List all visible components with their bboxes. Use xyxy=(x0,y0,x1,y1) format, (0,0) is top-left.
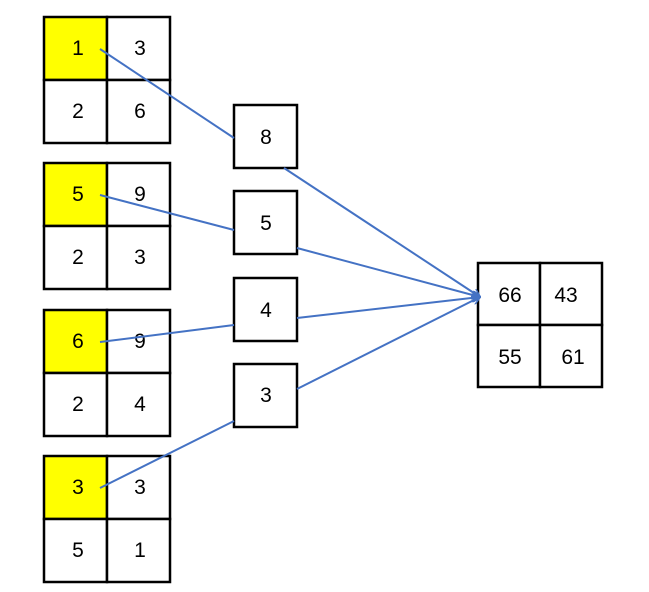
output-cell-2 xyxy=(538,261,604,327)
input-4-value-1: 3 xyxy=(72,476,84,499)
input-3-value-2: 9 xyxy=(134,330,146,353)
weight-value-4: 3 xyxy=(260,384,272,407)
input-3-value-1: 6 xyxy=(72,330,84,353)
input-2-value-2: 9 xyxy=(134,183,146,206)
input-4-cell-2 xyxy=(105,454,172,521)
output-matrix: 66 43 55 61 xyxy=(476,261,604,389)
output-value-3: 55 xyxy=(498,346,521,369)
weight-value-2: 5 xyxy=(260,212,272,235)
output-value-4: 61 xyxy=(561,346,584,369)
input-1-cell-3 xyxy=(42,78,109,145)
weight-box-3 xyxy=(232,276,299,343)
input-4-cell-4 xyxy=(105,517,172,584)
weight-box-4 xyxy=(232,362,299,429)
output-value-2: 43 xyxy=(554,284,577,307)
input-4-value-4: 1 xyxy=(134,539,146,562)
input-3-cell-4 xyxy=(105,371,172,438)
input-3-value-4: 4 xyxy=(134,393,146,416)
weight-box-2 xyxy=(232,189,299,256)
input-1-value-1: 1 xyxy=(72,37,84,60)
input-4-value-3: 5 xyxy=(72,539,84,562)
weight-value-1: 8 xyxy=(260,126,272,149)
arrow-weight-2-to-output xyxy=(296,247,480,297)
input-2-cell-4 xyxy=(105,224,172,291)
connector-input-1-to-weight-1 xyxy=(99,48,235,139)
weight-value-3: 4 xyxy=(260,299,272,322)
input-2-value-4: 3 xyxy=(134,246,146,269)
input-matrix-4: 3 3 5 1 xyxy=(42,454,172,584)
input-matrix-2: 5 9 2 3 xyxy=(42,161,172,291)
output-value-1: 66 xyxy=(498,284,521,307)
arrow-weight-1-to-output xyxy=(283,167,480,297)
input-4-value-2: 3 xyxy=(134,476,146,499)
weight-box-1 xyxy=(232,103,299,170)
input-1-value-2: 3 xyxy=(134,37,146,60)
arrow-weight-4-to-output xyxy=(296,297,480,390)
connectors xyxy=(99,48,480,489)
input-matrix-1: 1 3 2 6 xyxy=(42,15,172,145)
arrow-weight-3-to-output xyxy=(296,297,480,319)
input-1-value-4: 6 xyxy=(134,100,146,123)
input-1-cell-4 xyxy=(105,78,172,145)
output-cell-3 xyxy=(476,323,542,389)
input-1-value-3: 2 xyxy=(72,100,84,123)
input-2-cell-2 xyxy=(105,161,172,228)
input-matrix-3: 6 9 2 4 xyxy=(42,308,172,438)
weight-boxes: 8 5 4 3 xyxy=(232,103,299,429)
connector-input-4-to-weight-4 xyxy=(99,420,235,489)
connector-input-2-to-weight-2 xyxy=(99,194,235,231)
output-cell-4 xyxy=(538,323,604,389)
input-2-cell-3 xyxy=(42,224,109,291)
input-2-value-1: 5 xyxy=(72,183,84,206)
input-3-value-3: 2 xyxy=(72,393,84,416)
input-2-value-3: 2 xyxy=(72,246,84,269)
connector-input-3-to-weight-3 xyxy=(99,324,235,343)
